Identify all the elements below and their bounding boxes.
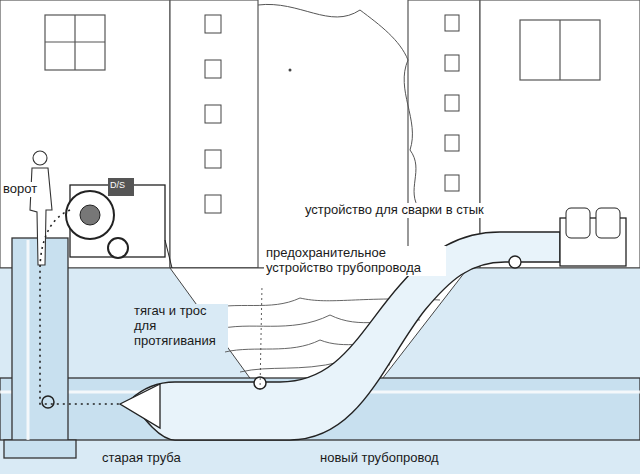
part-label: устройство для сварки в стык (303, 203, 486, 218)
part-label: тягач и трос для протягивания (132, 304, 228, 349)
part-label: новый трубопровод (318, 451, 441, 466)
part-label: ворот (1, 182, 39, 197)
part-label: старая труба (100, 451, 183, 466)
part-label: предохранительное устройство трубопровод… (264, 246, 446, 276)
brand-logo: D/S (108, 180, 127, 190)
